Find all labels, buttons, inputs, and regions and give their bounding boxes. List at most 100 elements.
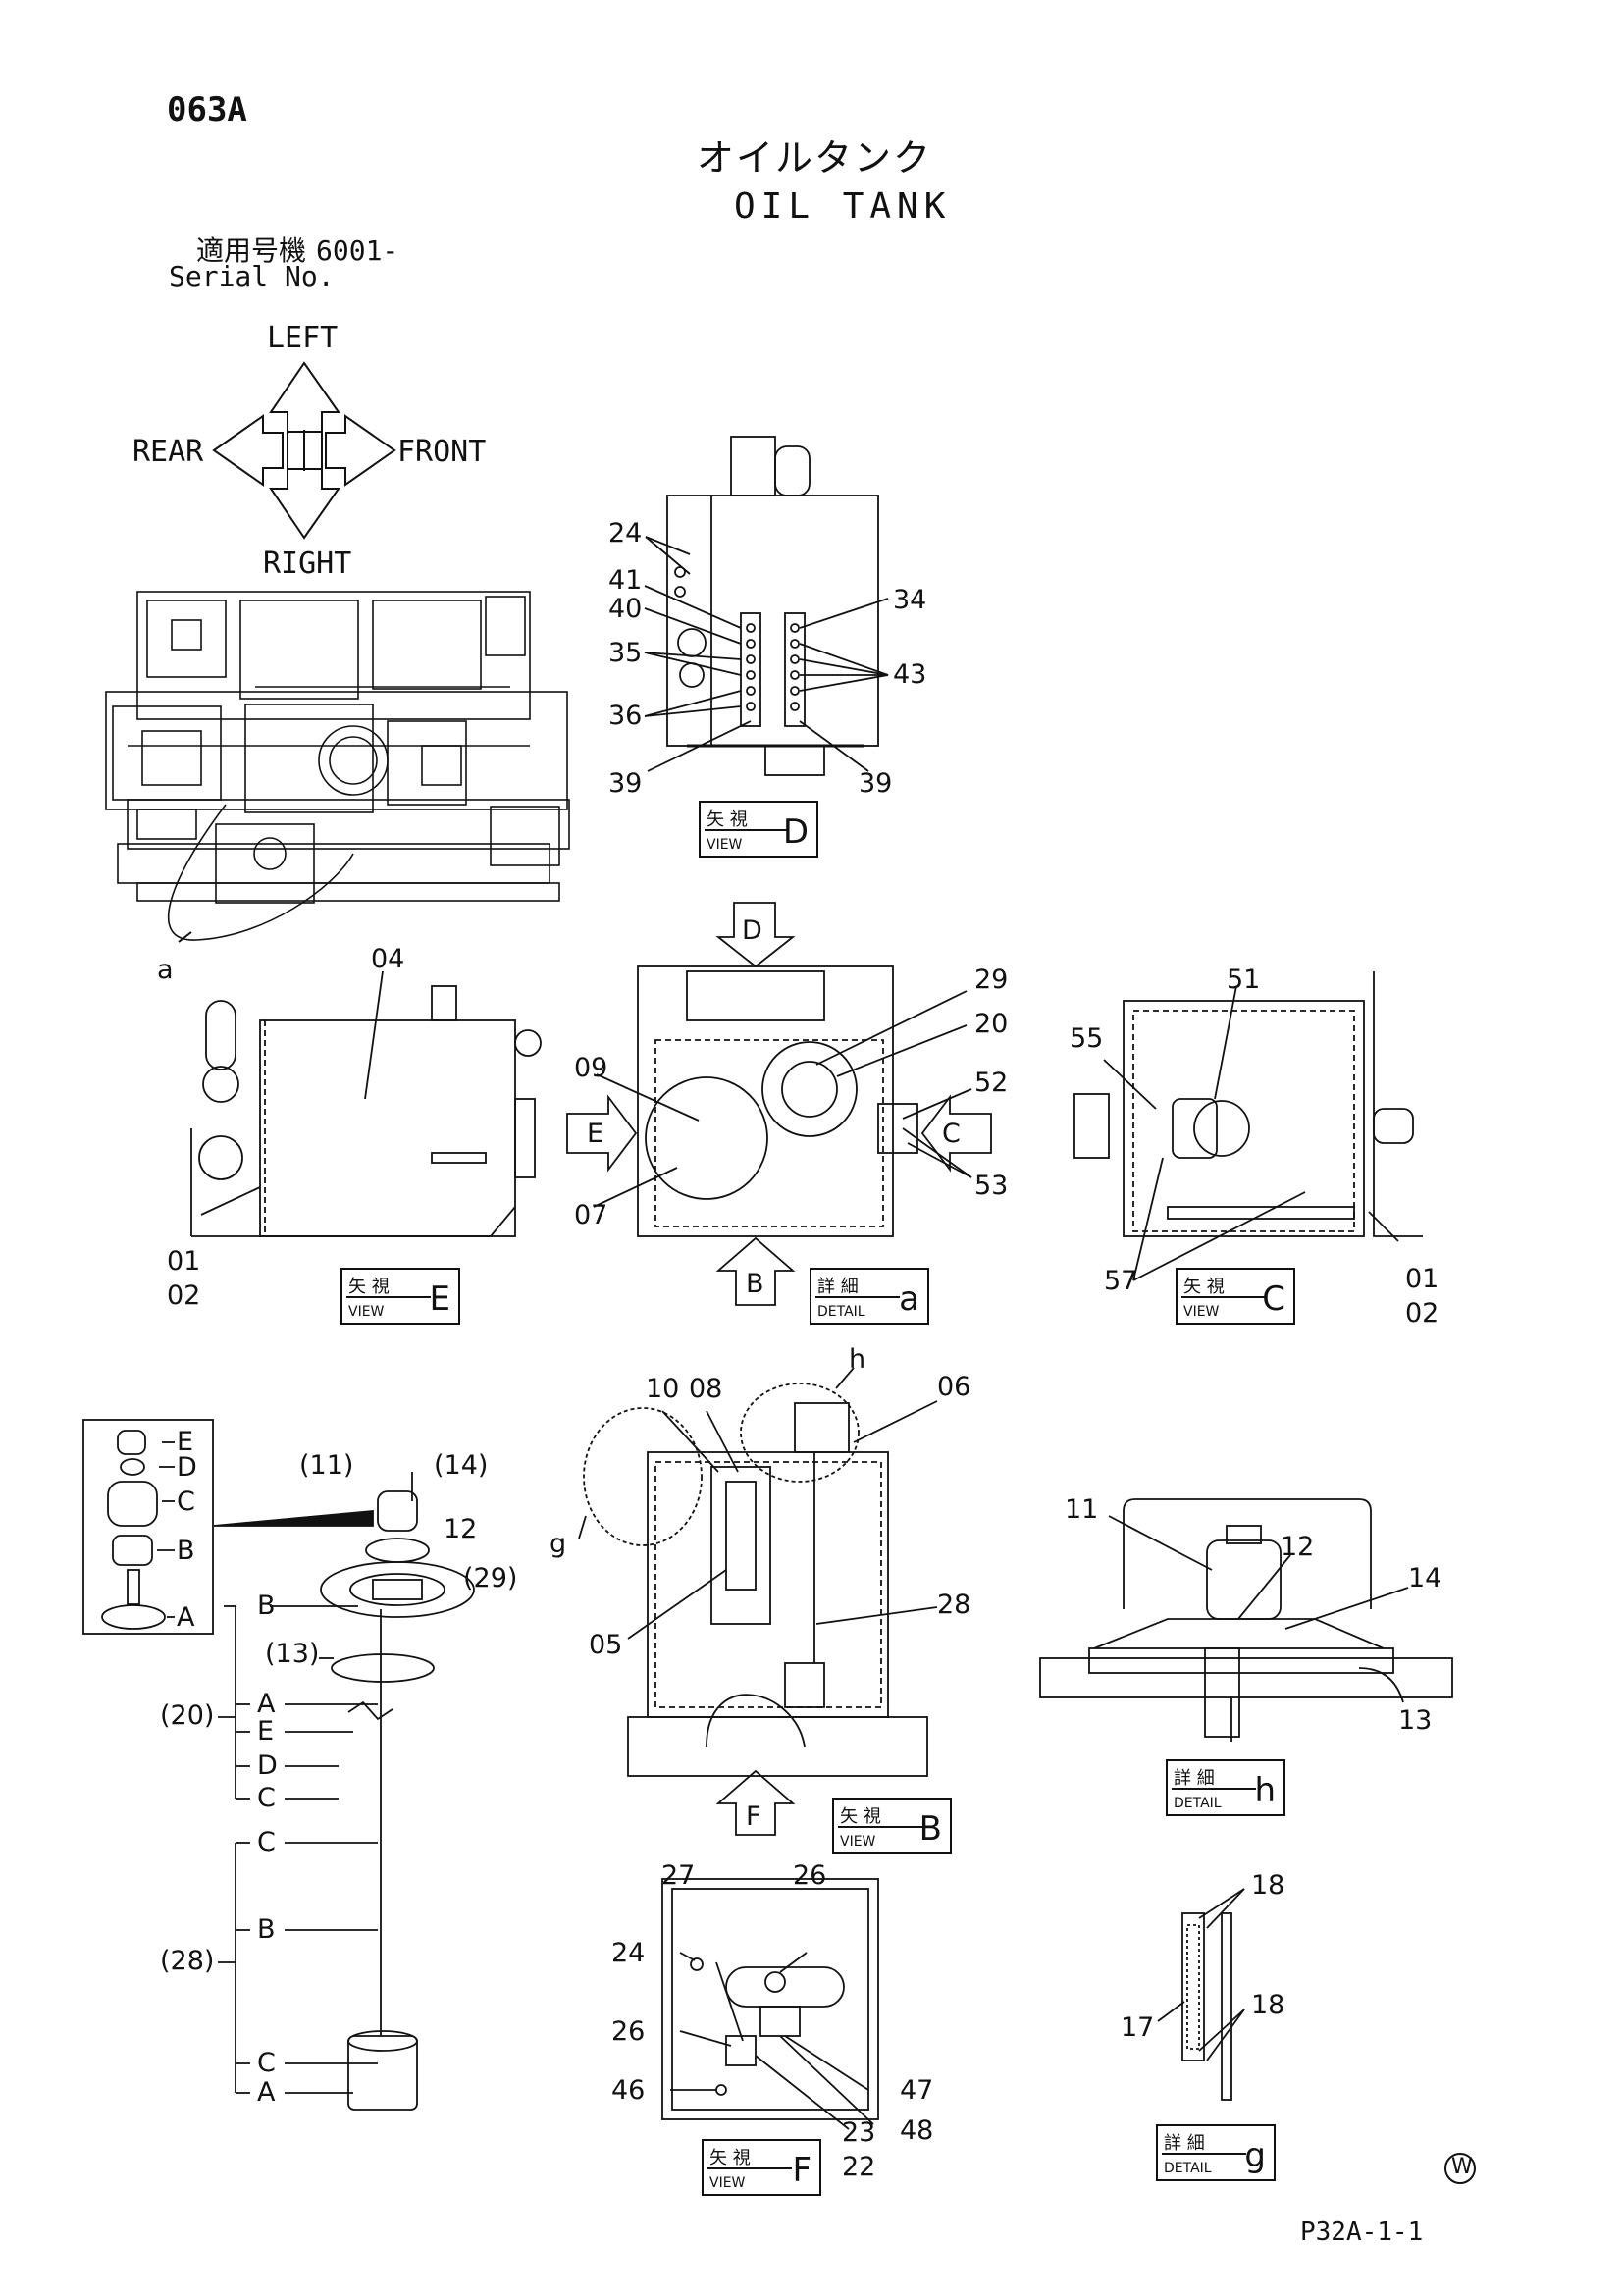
view-box-b: 矢 視 VIEW B: [832, 1798, 952, 1854]
callout-label: 14: [1408, 1563, 1442, 1593]
callout-label: 18: [1251, 1870, 1285, 1901]
view-box-bottom: DETAIL: [1164, 2161, 1212, 2176]
exploded-letter: D: [177, 1452, 197, 1483]
arrow-label-e: E: [587, 1119, 604, 1149]
exploded-letter: B: [257, 1591, 276, 1621]
view-box-d: 矢 視 VIEW D: [699, 801, 818, 858]
serial-label-en: Serial No.: [169, 260, 335, 292]
callout-label: 18: [1251, 1990, 1285, 2020]
direction-left-label: LEFT: [267, 321, 339, 355]
view-f-drawing: [661, 1878, 879, 2130]
callout-label: (20): [160, 1700, 215, 1731]
view-box-letter: D: [782, 812, 809, 852]
detail-g-drawing: [1157, 1888, 1245, 2101]
direction-compass-icon: [212, 361, 396, 540]
view-box-bottom: VIEW: [348, 1304, 385, 1320]
detail-g-marker: g: [550, 1529, 567, 1559]
view-d-drawing: [644, 436, 889, 776]
callout-label: 29: [974, 965, 1009, 995]
callout-label: (29): [463, 1563, 518, 1593]
view-box-top: 詳 細: [817, 1277, 859, 1297]
callout-label: 40: [608, 594, 643, 624]
callout-label: 22: [842, 2152, 876, 2182]
callout-label: 26: [793, 1860, 827, 1891]
exploded-letter: D: [257, 1750, 278, 1781]
machine-frame-drawing: [105, 591, 570, 941]
view-e-drawing: [190, 970, 542, 1237]
view-box-top: 矢 視: [840, 1806, 881, 1827]
detail-box-h: 詳 細 DETAIL h: [1166, 1759, 1285, 1816]
exploded-letter: C: [257, 2048, 276, 2078]
callout-label: 39: [859, 768, 893, 799]
serial-label-jp: 適用号機: [196, 235, 307, 267]
view-box-top: 詳 細: [1164, 2133, 1205, 2154]
exploded-letter: E: [177, 1427, 194, 1457]
detail-h-marker: h: [849, 1344, 866, 1375]
view-box-e: 矢 視 VIEW E: [340, 1268, 460, 1325]
callout-label: 13: [1398, 1705, 1433, 1736]
w-mark-icon: [1444, 2153, 1476, 2184]
callout-label: 12: [1281, 1532, 1315, 1562]
callout-label: 46: [611, 2075, 646, 2106]
callout-label: 48: [900, 2115, 934, 2146]
view-box-letter: E: [429, 1279, 450, 1319]
callout-label: (14): [434, 1450, 489, 1481]
callout-label: 52: [974, 1068, 1009, 1098]
direction-front-label: FRONT: [397, 435, 487, 469]
exploded-letter: A: [177, 1602, 195, 1633]
callout-label: 23: [842, 2117, 876, 2148]
callout-label: 51: [1227, 965, 1261, 995]
catalog-code: 063A: [167, 90, 247, 130]
detail-box-g: 詳 細 DETAIL g: [1156, 2124, 1276, 2181]
callout-label: (11): [299, 1450, 354, 1481]
callout-label: 01: [1405, 1264, 1440, 1294]
callout-label: 05: [589, 1630, 623, 1660]
callout-label: 47: [900, 2075, 934, 2106]
detail-a-marker: a: [157, 955, 174, 985]
view-box-bottom: VIEW: [707, 837, 743, 853]
callout-label: (13): [265, 1639, 320, 1669]
detail-h-drawing: [1039, 1498, 1453, 1742]
callout-label: 02: [1405, 1298, 1440, 1329]
view-box-letter: g: [1244, 2136, 1266, 2175]
callout-label: 55: [1070, 1023, 1104, 1054]
serial-value: 6001-: [316, 235, 399, 267]
exploded-view-drawing: [82, 1419, 475, 2111]
view-box-letter: C: [1262, 1279, 1285, 1319]
direction-rear-label: REAR: [132, 435, 204, 469]
callout-label: 28: [937, 1590, 971, 1620]
callout-label: 57: [1104, 1266, 1138, 1296]
exploded-letter: B: [257, 1914, 276, 1945]
exploded-letter: A: [257, 1689, 276, 1719]
callout-label: 39: [608, 768, 643, 799]
w-mark-letter: W: [1451, 2155, 1473, 2179]
page-reference: P32A-1-1: [1300, 2218, 1424, 2247]
view-c-drawing: [1073, 971, 1423, 1281]
view-box-f: 矢 視 VIEW F: [702, 2139, 821, 2196]
callout-label: 43: [893, 659, 927, 690]
arrow-label-d: D: [742, 915, 762, 946]
view-box-top: 詳 細: [1174, 1768, 1215, 1789]
view-box-bottom: DETAIL: [1174, 1796, 1222, 1811]
view-box-letter: B: [918, 1809, 942, 1849]
callout-label: 27: [661, 1860, 696, 1891]
view-b-drawing: [578, 1367, 938, 1836]
callout-label: (28): [160, 1946, 215, 1976]
leader-a: [178, 931, 192, 943]
exploded-letter: A: [257, 2077, 276, 2108]
view-box-top: 矢 視: [709, 2148, 751, 2168]
exploded-letter: B: [177, 1536, 195, 1566]
callout-label: 01: [167, 1246, 201, 1277]
view-box-bottom: VIEW: [1183, 1304, 1220, 1320]
page-title-jp: オイルタンク: [697, 136, 933, 180]
callout-label: 12: [444, 1514, 478, 1544]
callout-label: 34: [893, 585, 927, 615]
view-box-top: 矢 視: [348, 1277, 390, 1297]
callout-label: 24: [611, 1938, 646, 1968]
view-box-letter: a: [899, 1279, 919, 1319]
view-box-top: 矢 視: [1183, 1277, 1225, 1297]
callout-label: 24: [608, 518, 643, 548]
callout-label: 17: [1121, 2012, 1155, 2043]
callout-label: 35: [608, 638, 643, 668]
